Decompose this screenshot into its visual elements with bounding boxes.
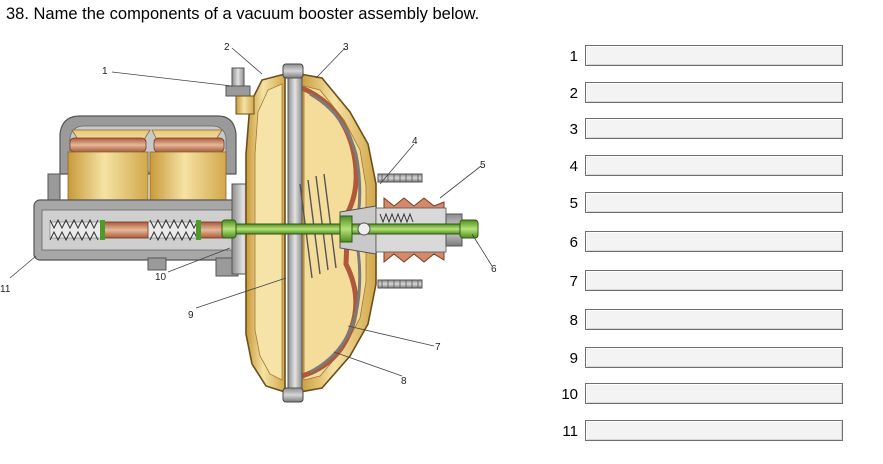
answer-row-8: 8 [548,309,848,333]
answer-row-5: 5 [548,192,848,216]
answer-row-7: 7 [548,270,848,294]
answer-field-9[interactable] [585,347,843,368]
question-text: 38. Name the components of a vacuum boos… [6,5,480,23]
answer-field-5[interactable] [585,192,843,213]
callout-labels: 1 2 3 4 5 6 7 8 9 10 11 [0,42,497,387]
callout-6: 6 [491,264,497,275]
vacuum-booster-diagram: 1 2 3 4 5 6 7 8 9 10 11 [0,42,497,403]
answer-number: 7 [569,273,578,290]
answer-row-10: 10 [548,383,848,407]
callout-4: 4 [412,136,418,147]
answer-field-7[interactable] [585,270,843,291]
answer-field-6[interactable] [585,231,843,252]
answer-number: 2 [569,85,578,102]
answer-field-11[interactable] [585,420,843,441]
callout-9: 9 [188,310,194,321]
answer-row-3: 3 [548,118,848,142]
callout-7: 7 [435,342,441,353]
answer-field-1[interactable] [585,45,843,66]
answer-field-3[interactable] [585,118,843,139]
callout-1: 1 [102,66,108,77]
answer-field-8[interactable] [585,309,843,330]
callout-11: 11 [0,284,11,295]
answer-field-4[interactable] [585,155,843,176]
answer-number: 9 [569,350,578,367]
callout-5: 5 [480,160,486,171]
answer-number: 6 [569,234,578,251]
answer-number: 11 [562,423,578,440]
callout-8: 8 [401,376,407,387]
answer-field-10[interactable] [585,383,843,404]
answer-number: 5 [569,195,578,212]
answer-row-4: 4 [548,155,848,179]
leader-lines [9,47,493,377]
answer-field-2[interactable] [585,82,843,103]
answer-number: 1 [569,48,578,65]
answer-row-2: 2 [548,82,848,106]
callout-2: 2 [224,42,230,53]
answer-number: 8 [569,312,578,329]
answer-row-1: 1 [548,45,848,69]
callout-10: 10 [155,272,167,283]
answer-number: 10 [561,386,578,403]
answer-number: 3 [569,121,578,138]
callout-3: 3 [343,42,349,53]
answer-row-11: 11 [548,420,848,444]
valve-body [221,173,479,289]
answer-row-6: 6 [548,231,848,255]
master-cylinder [33,115,255,277]
answer-number: 4 [569,158,578,175]
answer-row-9: 9 [548,347,848,371]
